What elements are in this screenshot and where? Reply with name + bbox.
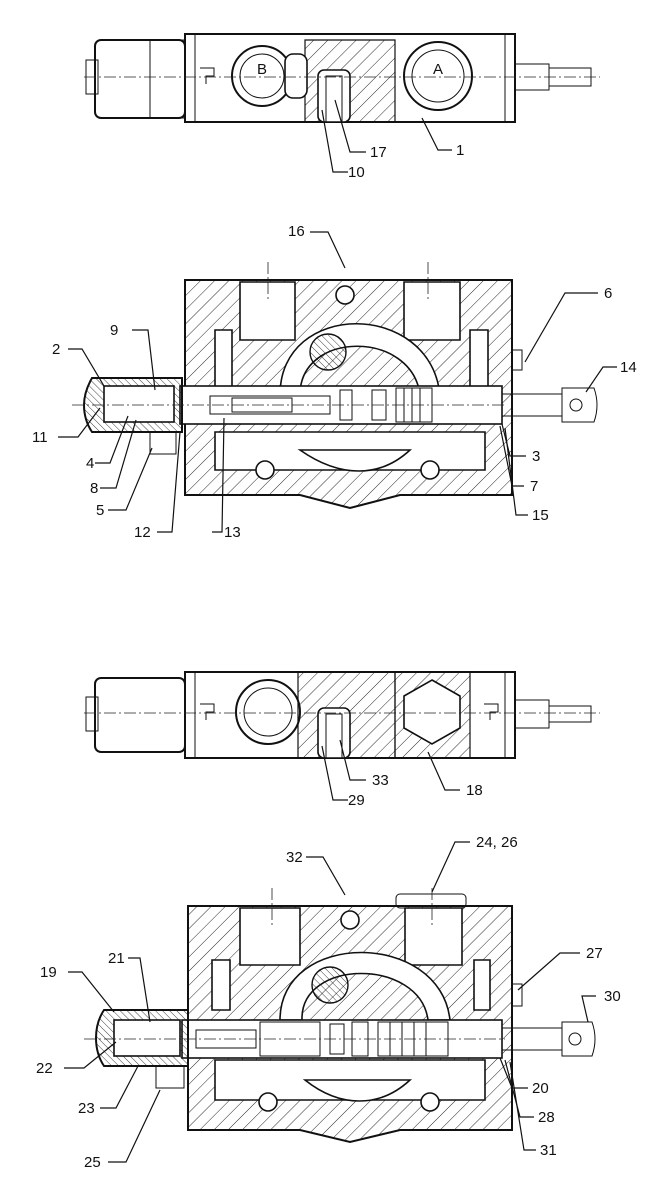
callout-1: 1	[456, 142, 464, 159]
callout-30: 30	[604, 988, 621, 1005]
callout-15: 15	[532, 507, 549, 524]
callout-8: 8	[90, 480, 98, 497]
callout-3: 3	[532, 448, 540, 465]
callout-29: 29	[348, 792, 365, 809]
callout-33: 33	[372, 772, 389, 789]
callout-11: 11	[32, 429, 48, 446]
callout-31: 31	[540, 1142, 557, 1159]
callout-20: 20	[532, 1080, 549, 1097]
callout-17: 17	[370, 144, 387, 161]
callout-22: 22	[36, 1060, 53, 1077]
port-a-letter: A	[433, 61, 443, 78]
callout-7: 7	[530, 478, 538, 495]
callout-12: 12	[134, 524, 151, 541]
callout-10: 10	[348, 164, 365, 181]
callout-14: 14	[620, 359, 637, 376]
callout-5: 5	[96, 502, 104, 519]
top-view-2: 33 18 29	[84, 671, 600, 809]
callout-24-26: 24, 26	[476, 834, 518, 851]
top-view-1: B A 17 1 10	[84, 33, 600, 181]
callout-28: 28	[538, 1109, 555, 1126]
port-b-letter: B	[257, 61, 267, 78]
callout-25: 25	[84, 1154, 101, 1171]
callout-19: 19	[40, 964, 57, 981]
section-view-1: 16 6 9 2 14 11 3 4 8 7 5 15 12 13	[32, 223, 637, 541]
callout-9: 9	[110, 322, 118, 339]
callout-23: 23	[78, 1100, 95, 1117]
callout-16: 16	[288, 223, 305, 240]
callout-13: 13	[224, 524, 241, 541]
callout-4: 4	[86, 455, 94, 472]
callout-6: 6	[604, 285, 612, 302]
callout-2: 2	[52, 341, 60, 358]
section-view-2: 32 24, 26 27 19 21 30 22 20 23 28 25 31	[36, 834, 621, 1171]
callout-27: 27	[586, 945, 603, 962]
callout-18: 18	[466, 782, 483, 799]
callout-21: 21	[108, 950, 125, 967]
callout-32: 32	[286, 849, 303, 866]
